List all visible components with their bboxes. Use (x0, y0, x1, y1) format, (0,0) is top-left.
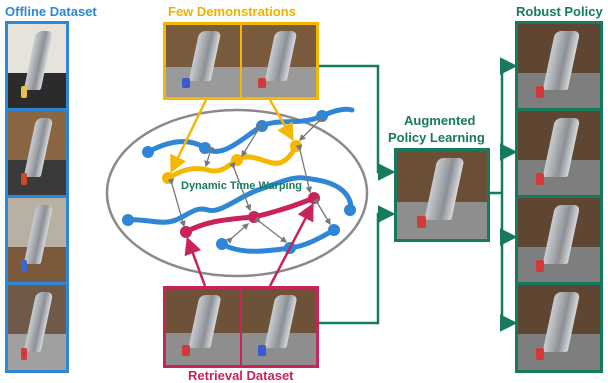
trajectory-space-ellipse (105, 108, 369, 278)
dtw-arrow (312, 197, 331, 226)
demo-arrow-right (268, 99, 294, 142)
red-node (308, 192, 320, 204)
robust-image-2 (518, 111, 600, 195)
demo-image-2 (242, 25, 316, 97)
blue-node (344, 204, 356, 216)
offline-dataset-label: Offline Dataset (5, 4, 97, 19)
blue-node (216, 238, 228, 250)
red-node (180, 226, 192, 238)
blue-node (122, 214, 134, 226)
blue-node (199, 142, 211, 154)
yellow-node (231, 154, 243, 166)
blue-node (142, 146, 154, 158)
blue-node (316, 110, 328, 122)
dtw-arrow (225, 223, 249, 244)
robust-image-1 (518, 24, 600, 108)
retrieval-dataset-panel (163, 286, 319, 368)
offline-image-4 (8, 285, 66, 370)
dtw-arrow (204, 146, 215, 168)
dtw-arrow (229, 161, 252, 212)
retrieval-image-2 (242, 289, 316, 365)
dtw-label: Dynamic Time Warping (181, 180, 303, 192)
augmented-label-line1: Augmented (404, 113, 476, 128)
augmented-policy-panel (394, 148, 490, 242)
demo-image-1 (166, 25, 240, 97)
retrieval-dataset-label: Retrieval Dataset (188, 368, 294, 383)
offline-dataset-panel (5, 21, 69, 373)
dtw-arrow (253, 216, 288, 243)
dtw-arrow (241, 123, 264, 158)
offline-image-1 (8, 24, 66, 108)
augmented-label-line2: Policy Learning (388, 130, 485, 145)
retrieval-to-policy-connector (318, 205, 396, 325)
demo-to-policy-connector (318, 64, 396, 181)
dtw-arrow (295, 144, 312, 194)
robust-policy-panel (515, 21, 603, 373)
retrieval-arrow-left (184, 236, 207, 287)
robust-image-3 (518, 198, 600, 282)
retrieval-arrow-right (268, 202, 314, 287)
offline-image-3 (8, 198, 66, 282)
robust-image-4 (518, 285, 600, 370)
robust-policy-label: Robust Policy (516, 4, 603, 19)
few-demonstrations-panel (163, 22, 319, 100)
blue-node (328, 224, 340, 236)
red-node (248, 211, 260, 223)
yellow-node (162, 172, 174, 184)
demo-arrow-left (170, 99, 208, 174)
dtw-arrow (299, 116, 324, 141)
retrieval-image-1 (166, 289, 240, 365)
dtw-arrow (167, 178, 186, 228)
offline-image-2 (8, 111, 66, 195)
augmented-policy-image (397, 151, 487, 239)
blue-trajectory-bottom (219, 227, 337, 254)
few-demonstrations-label: Few Demonstrations (168, 4, 296, 19)
